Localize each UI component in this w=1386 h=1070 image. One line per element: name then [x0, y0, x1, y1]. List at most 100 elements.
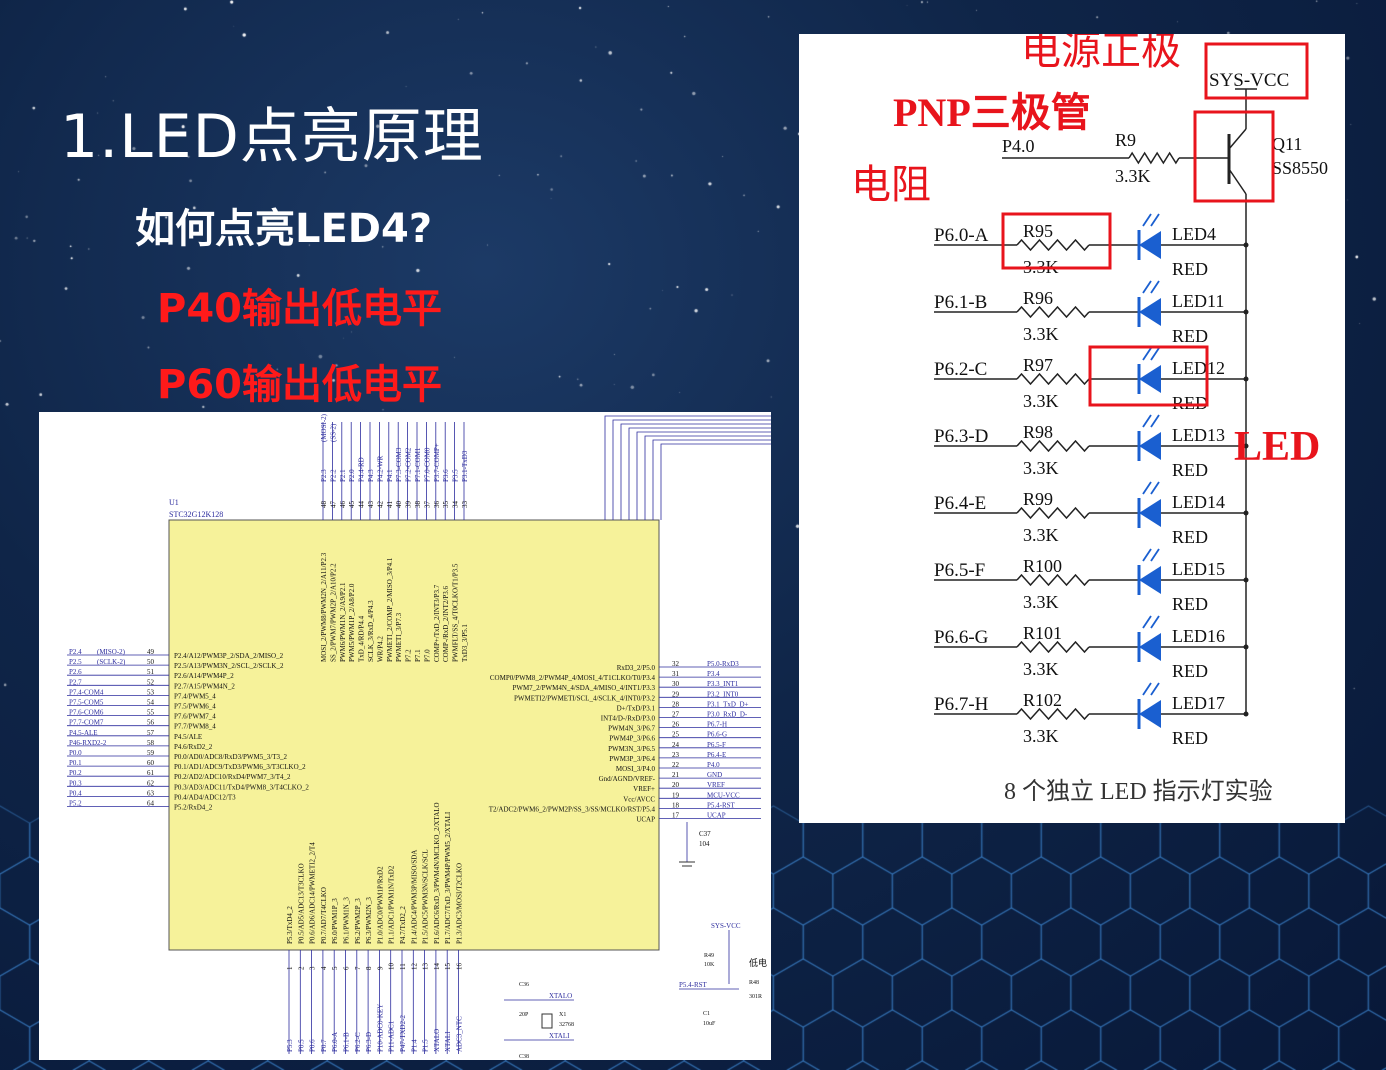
- bus-wire: [636, 431, 771, 520]
- top-pin-function: TxD_4/RD/P4.4: [358, 615, 366, 662]
- bus-wire: [612, 419, 771, 520]
- row-resistor-value: 3.3K: [1023, 391, 1059, 411]
- right-pin-function: MOSI_3/P4.0: [616, 765, 656, 773]
- bottom-pin-number: 4: [320, 966, 328, 970]
- right-net-label: GND: [707, 771, 722, 779]
- top-pin-function: COMP-/RxD_2/INT2/P3.6: [442, 585, 450, 662]
- row-resistor: [1016, 506, 1090, 520]
- row-resistor: [1016, 640, 1090, 654]
- left-pin-number: 61: [147, 769, 155, 777]
- row-pin-label: P6.3-D: [934, 426, 988, 447]
- left-net-alt: (SCLK-2): [97, 658, 126, 666]
- right-pin-function: PWM7_2/PWM4N_4/SDA_4/MISO_4/INT1/P3.3: [512, 684, 655, 692]
- top-net-label: P3.7-COMP+: [433, 443, 441, 482]
- bottom-pin-number: 13: [422, 963, 430, 971]
- supply-label: SYS-VCC: [1209, 70, 1289, 91]
- led-light-arrow: [1150, 615, 1160, 629]
- left-pin-number: 55: [147, 709, 155, 717]
- bottom-pin-number: 10: [388, 963, 396, 971]
- left-net-alt: (MISO-2): [97, 648, 126, 656]
- left-net-label: P0.4: [69, 789, 82, 797]
- left-net-label: P7.4-COM4: [69, 688, 104, 696]
- left-pin-function: P0.1/AD1/ADC9/TxD3/PWM6_3/T3CLKO_2: [174, 763, 306, 771]
- bottom-pin-number: 12: [410, 963, 418, 971]
- right-pin-number: 22: [672, 761, 680, 769]
- r48-value: 301R: [749, 994, 762, 1000]
- left-pin-function: P2.7/A15/PWM4N_2: [174, 682, 235, 690]
- bottom-net-label: XTALO: [433, 1029, 441, 1052]
- reset-note: 低电: [749, 957, 767, 968]
- annotation-pnp: PNP三极管: [893, 90, 1091, 135]
- top-pin-number: 39: [405, 501, 413, 509]
- top-net-label: P3.5: [452, 469, 460, 482]
- led-diode: [1139, 365, 1161, 393]
- row-led-color: RED: [1172, 393, 1208, 413]
- bottom-net-label: P5.3: [286, 1039, 294, 1052]
- left-pin-function: P4.6/RxD2_2: [174, 743, 213, 751]
- bus-junction: [1243, 309, 1249, 315]
- top-pin-number: 45: [348, 501, 356, 509]
- top-pin-number: 38: [414, 501, 422, 509]
- top-pin-function: P7.0: [423, 649, 431, 662]
- top-pin-number: 42: [376, 501, 384, 509]
- bottom-pin-function: P6.2/PWM2P_3: [354, 898, 362, 944]
- bottom-pin-function: P6.0/PWM1P_3: [331, 898, 339, 944]
- top-pin-number: 47: [329, 501, 337, 509]
- led-light-arrow: [1150, 347, 1160, 361]
- right-pin-number: 25: [672, 731, 680, 739]
- x1-name: X1: [559, 1012, 566, 1018]
- row-pin-label: P6.4-E: [934, 493, 986, 514]
- left-pin-function: P2.5/A13/PWM3N_2/SCL_2/SCLK_2: [174, 662, 284, 670]
- bottom-net-label: XTALI: [444, 1031, 452, 1052]
- bottom-pin-function: P1.4/ADC4/PWM3P/MISO/SDA: [410, 850, 418, 944]
- left-net-label: P0.3: [69, 779, 82, 787]
- row-led-color: RED: [1172, 527, 1208, 547]
- top-pin-function: PWM6/PWM1N_2/A9/P2.1: [339, 582, 347, 662]
- row-resistor: [1016, 707, 1090, 721]
- right-net-label: P3.0_RxD_D-: [707, 711, 748, 719]
- bus-wire: [652, 439, 771, 520]
- right-pin-number: 31: [672, 670, 680, 678]
- row-led-color: RED: [1172, 460, 1208, 480]
- annotation-led: LED: [1234, 424, 1320, 470]
- left-pin-function: P5.2/RxD4_2: [174, 804, 213, 812]
- row-resistor-value: 3.3K: [1023, 458, 1059, 478]
- row-resistor: [1016, 439, 1090, 453]
- row-led-name: LED12: [1172, 358, 1225, 378]
- left-pin-number: 51: [147, 668, 155, 676]
- chip-part: STC32G12K128: [169, 510, 223, 519]
- bottom-pin-number: 14: [433, 963, 441, 971]
- bottom-pin-function: P0.5/AD5/ADC13/T3CLKO: [297, 863, 305, 944]
- right-pin-number: 21: [672, 771, 680, 779]
- transistor-emitter: [1228, 128, 1247, 150]
- left-pin-number: 52: [147, 678, 155, 686]
- bottom-pin-function: P6.3/PWM2N_3: [365, 897, 373, 944]
- left-net-label: P5.2: [69, 800, 82, 808]
- row-resistor-name: R96: [1023, 288, 1053, 308]
- led-highlight-box: [1088, 345, 1209, 407]
- right-net-label: P3.2_INT0: [707, 690, 739, 698]
- bus-wire: [628, 427, 771, 520]
- left-pin-function: P4.5/ALE: [174, 733, 202, 741]
- right-pin-function: COMP0/PWM8_2/PWM4P_4/MOSI_4/T1CLKO/T0/P3…: [490, 674, 656, 682]
- top-pin-function: PWMFLT/SS_4/T0CLKO/T1/P3.5: [452, 563, 460, 662]
- led-diode: [1139, 700, 1161, 728]
- right-net-label: P3.1_TxD_D+: [707, 700, 749, 708]
- right-net-label: P6.5-F: [707, 741, 726, 749]
- left-pin-number: 50: [147, 658, 155, 666]
- bottom-pin-function: P6.1/PWM1N_3: [343, 897, 351, 944]
- row-led-color: RED: [1172, 728, 1208, 748]
- top-net-label: P7.1-COM1: [414, 447, 422, 482]
- base-resistor-value: 3.3K: [1115, 166, 1151, 186]
- c1-name: C1: [703, 1011, 710, 1017]
- row-pin-label: P6.2-C: [934, 359, 987, 380]
- top-pin-function: P7.2: [405, 649, 413, 662]
- top-pin-function: MOSI_2/PWM8/PWM2N_2/A11/P2.3: [320, 552, 328, 662]
- bottom-pin-number: 9: [376, 966, 384, 970]
- c36-value: 20P: [519, 1012, 529, 1018]
- bus-junction: [1243, 443, 1249, 449]
- c37-value: 104: [699, 840, 710, 848]
- row-resistor-value: 3.3K: [1023, 592, 1059, 612]
- row-led-name: LED16: [1172, 626, 1225, 646]
- transistor-collector: [1228, 168, 1247, 195]
